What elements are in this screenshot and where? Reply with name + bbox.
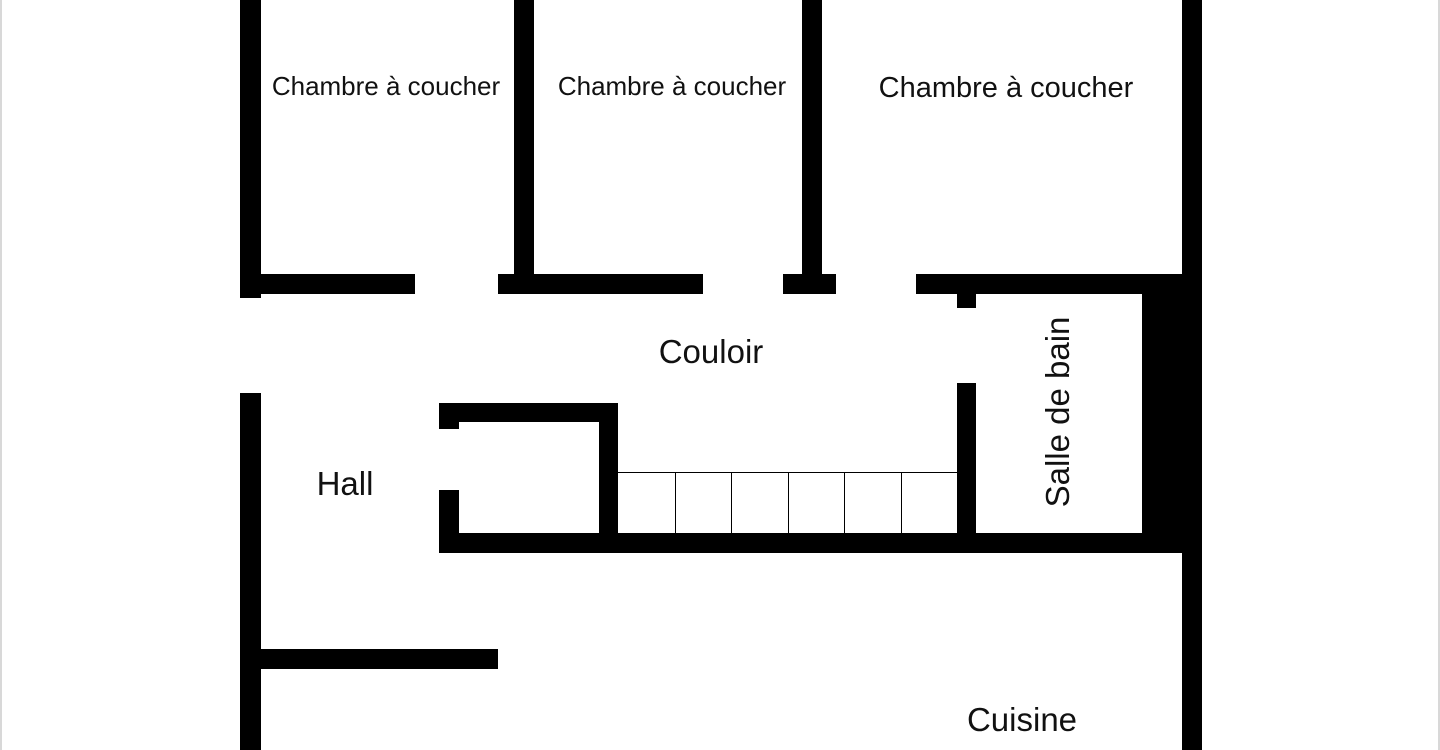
wall-left-upper bbox=[240, 0, 261, 298]
room-label-bedroom-2: Chambre à coucher bbox=[558, 71, 787, 101]
staircase bbox=[618, 472, 957, 533]
wall-closet-top bbox=[439, 403, 618, 422]
wall-hall-stub bbox=[240, 649, 498, 669]
room-labels: Chambre à coucher Chambre à coucher Cham… bbox=[272, 71, 1134, 738]
wall-corridor-top-3 bbox=[783, 274, 836, 294]
wall-corridor-top-2 bbox=[498, 274, 703, 294]
stair-steps bbox=[675, 472, 902, 533]
wall-bathroom-right-block bbox=[1142, 274, 1202, 552]
wall-corridor-top-4 bbox=[916, 274, 1202, 294]
wall-bathroom-left-lower bbox=[957, 383, 976, 551]
room-label-bedroom-3: Chambre à coucher bbox=[879, 72, 1134, 104]
wall-bathroom-left-upper bbox=[957, 274, 976, 308]
room-label-bathroom: Salle de bain bbox=[1039, 317, 1076, 508]
room-label-bedroom-1: Chambre à coucher bbox=[272, 71, 501, 101]
wall-closet-left-upper bbox=[439, 403, 459, 429]
wall-corridor-top-1 bbox=[240, 274, 415, 294]
wall-bedroom-divider-2 bbox=[802, 0, 822, 292]
wall-bedroom-divider-1 bbox=[514, 0, 534, 292]
wall-left-lower bbox=[240, 393, 261, 750]
wall-closet-right bbox=[599, 403, 618, 552]
room-label-hall: Hall bbox=[317, 465, 374, 502]
room-label-kitchen: Cuisine bbox=[967, 701, 1077, 738]
room-label-corridor: Couloir bbox=[659, 333, 764, 370]
wall-stairs-bottom bbox=[439, 533, 1202, 553]
walls bbox=[240, 0, 1202, 750]
